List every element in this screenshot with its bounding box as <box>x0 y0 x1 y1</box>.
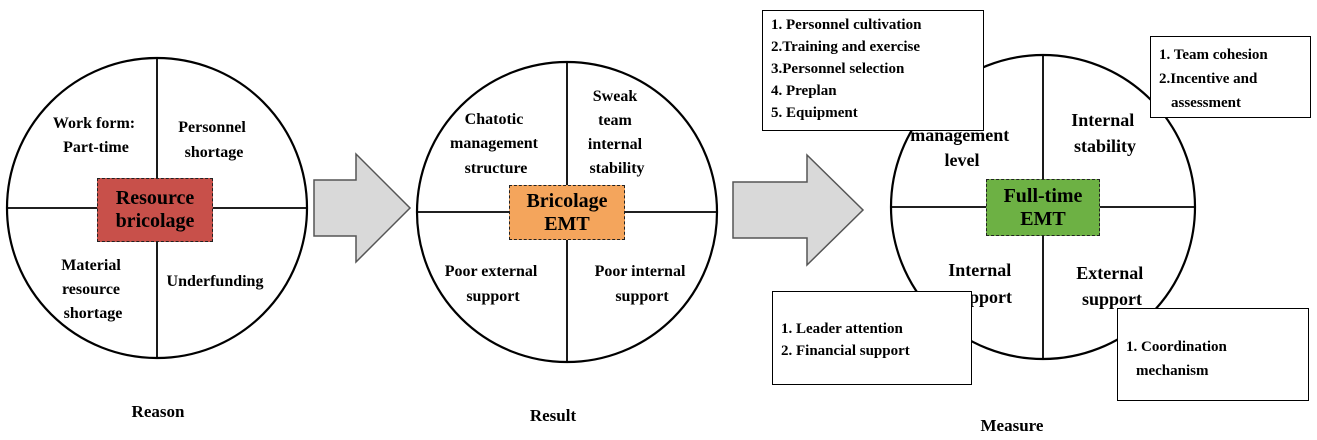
result-top-right-text: Sweak team internal stability <box>588 88 646 177</box>
arrow-2 <box>732 153 865 267</box>
note-line: 2.Incentive and <box>1159 71 1258 87</box>
management-measures-box: 1. Personnel cultivation 2.Training and … <box>762 10 984 131</box>
reason-top-right-text: Personnel shortage <box>178 119 250 161</box>
reason-center-line: Resource <box>115 187 195 209</box>
note-line: 1. Coordination <box>1126 339 1227 355</box>
note-line: assessment <box>1171 95 1241 111</box>
note-line: 4. Preplan <box>771 83 837 99</box>
note-line: mechanism <box>1136 363 1209 379</box>
internal-support-measures-box: 1. Leader attention 2. Financial support <box>772 291 972 385</box>
note-line: 3.Personnel selection <box>771 61 905 77</box>
result-bottom-left-text: Poor external support <box>445 263 542 305</box>
note-line: 1. Personnel cultivation <box>771 17 922 33</box>
reason-top-left-text: Work form: Part-time <box>53 115 139 156</box>
measure-center-line: EMT <box>1020 207 1066 230</box>
stability-measures-box: 1. Team cohesion 2.Incentive and assessm… <box>1150 36 1311 118</box>
note-line: 2.Training and exercise <box>771 39 921 55</box>
note-line: 5. Equipment <box>771 105 858 121</box>
measure-center-line: Full-time <box>1003 184 1083 207</box>
reason-caption: Reason <box>132 402 185 421</box>
measure-top-right-text: Internal stability <box>1071 110 1139 156</box>
note-line: 2. Financial support <box>781 343 910 359</box>
reason-bottom-left-text: Material resource shortage <box>61 257 125 322</box>
measure-caption: Measure <box>981 416 1044 435</box>
result-center-line: Bricolage <box>526 189 608 212</box>
result-center-line: EMT <box>544 212 590 235</box>
result-bottom-right-text: Poor internal support <box>595 263 690 305</box>
result-caption: Result <box>530 406 577 425</box>
note-line: 1. Team cohesion <box>1159 47 1268 63</box>
reason-center-line: bricolage <box>115 210 195 232</box>
measure-center-label: Full-time EMT <box>986 179 1100 236</box>
reason-bottom-right-text: Underfunding <box>167 273 264 290</box>
reason-center-label: Resource bricolage <box>97 178 213 242</box>
external-support-measures-box: 1. Coordination mechanism <box>1117 308 1309 401</box>
result-center-label: Bricolage EMT <box>509 185 625 240</box>
note-line: 1. Leader attention <box>781 321 903 337</box>
result-top-left-text: Chatotic management structure <box>450 111 542 177</box>
measure-bottom-right-text: External support <box>1076 263 1148 309</box>
arrow-1 <box>313 152 412 264</box>
